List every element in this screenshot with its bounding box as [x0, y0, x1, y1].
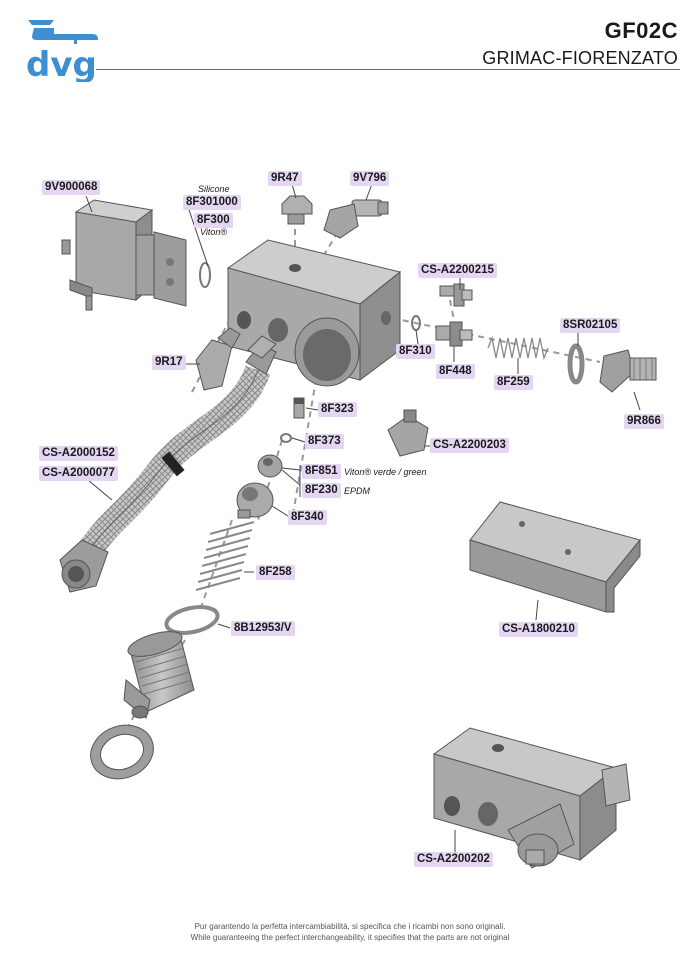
- label-8F340: 8F340: [288, 510, 327, 525]
- label-8F851: 8F851: [302, 464, 341, 479]
- label-9R17: 9R17: [152, 355, 186, 370]
- gasket-8B12953V: [164, 605, 220, 635]
- disclaimer-english: While guaranteeing the perfect interchan…: [190, 933, 510, 942]
- label-8SR02105: 8SR02105: [560, 318, 621, 333]
- logo-wordmark: dvg: [26, 45, 97, 82]
- note-silicone: Silicone: [198, 184, 230, 194]
- label-8F373: 8F373: [305, 434, 344, 449]
- label-8F448: 8F448: [436, 364, 475, 379]
- label-CSA2000152: CS-A2000152: [39, 446, 118, 461]
- label-8F301000: 8F301000: [183, 195, 241, 210]
- dvg-logo: dvg: [26, 20, 98, 82]
- model-code: GF02C: [604, 18, 678, 43]
- note-viton: Viton®: [200, 227, 227, 237]
- threaded-body: [123, 631, 195, 719]
- piston-8F448: [435, 321, 473, 347]
- fitting-9R866: [599, 349, 657, 393]
- label-CSA2200202: CS-A2200202: [414, 852, 493, 867]
- solenoid-coil-part: [61, 199, 187, 311]
- label-9V796: 9V796: [350, 171, 390, 186]
- label-8F323: 8F323: [318, 402, 357, 417]
- label-CSA2200203: CS-A2200203: [430, 438, 509, 453]
- label-8F258: 8F258: [256, 565, 295, 580]
- label-CSA2000077: CS-A2000077: [39, 466, 118, 481]
- spring-8F258: [195, 521, 255, 591]
- plug-9R47: [281, 195, 313, 225]
- label-9R866: 9R866: [624, 414, 664, 429]
- label-8F310: 8F310: [396, 344, 435, 359]
- oring-8F373: [280, 433, 292, 443]
- poppet-8F340: [236, 482, 274, 519]
- pin-8F323: [293, 397, 305, 419]
- disclaimer: Pur garantendo la perfetta intercambiabi…: [0, 921, 700, 943]
- fitting-9R17: [195, 327, 241, 391]
- disclaimer-italian: Pur garantendo la perfetta intercambiabi…: [194, 922, 506, 931]
- label-8F300: 8F300: [194, 213, 233, 228]
- leader-lines: [85, 183, 641, 856]
- manufacturer-name: GRIMAC-FIORENZATO: [482, 48, 678, 68]
- clip-ring: [199, 262, 211, 288]
- label-9V900068: 9V900068: [42, 180, 101, 195]
- valve-stem-CSA2200215: [439, 283, 473, 307]
- label-8B12953V: 8B12953/V: [231, 621, 295, 636]
- braided-hose: [59, 335, 277, 593]
- label-CSA1800210: CS-A1800210: [499, 622, 578, 637]
- header-divider: [96, 69, 680, 70]
- note-epdm: EPDM: [344, 486, 371, 496]
- washer-8SR02105: [567, 343, 585, 385]
- spring-8F259: [487, 335, 549, 361]
- label-8F259: 8F259: [494, 375, 533, 390]
- ring-nut: [90, 724, 154, 780]
- bracket-CSA1800210: [469, 501, 641, 613]
- label-9R47: 9R47: [268, 171, 302, 186]
- note-viton-green: Viton® verde / green: [344, 467, 427, 477]
- cap-CSA2200203: [387, 409, 429, 457]
- label-8F230: 8F230: [302, 483, 341, 498]
- seal-8F851: [257, 454, 283, 478]
- assembly-CSA2200202: [432, 727, 631, 869]
- label-CSA2200215: CS-A2200215: [418, 263, 497, 278]
- elbow-fitting-9V796: [323, 199, 389, 239]
